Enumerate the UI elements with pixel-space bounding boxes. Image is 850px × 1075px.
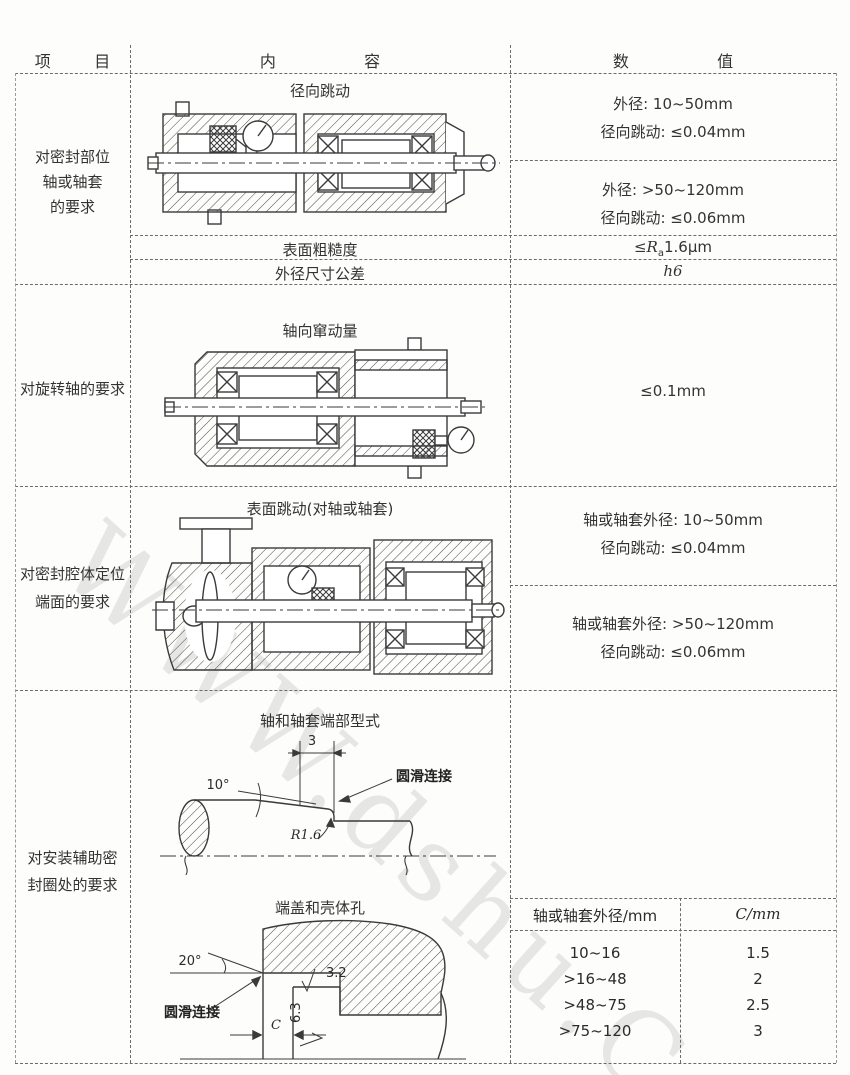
subtable-row: 10~16 bbox=[569, 944, 621, 962]
subtable-header-c: C/mm bbox=[735, 905, 781, 923]
shaft-end-form-diagram: 3 10° R1.6 圆滑连接 bbox=[160, 734, 496, 876]
row3-value-1: 轴或轴套外径: 10~50mm 径向跳动: ≤0.04mm bbox=[583, 511, 763, 557]
row1-value-1: 外径: 10~50mm 径向跳动: ≤0.04mm bbox=[600, 95, 746, 141]
dim-c-label: C bbox=[271, 1018, 281, 1033]
row1-sub1-label: 表面粗糙度 bbox=[282, 241, 358, 259]
smooth-join-label-top: 圆滑连接 bbox=[396, 768, 452, 785]
subtable-divider bbox=[680, 898, 681, 1063]
table-right-edge bbox=[836, 73, 837, 1063]
row1-diagram-title: 径向跳动 bbox=[289, 82, 350, 100]
row3-value-2: 轴或轴套外径: >50~120mm 径向跳动: ≤0.06mm bbox=[572, 615, 774, 661]
divider bbox=[130, 235, 836, 236]
divider bbox=[15, 690, 836, 691]
divider bbox=[15, 1063, 836, 1064]
row3-diagram-title: 表面跳动(对轴或轴套) bbox=[246, 500, 394, 518]
subtable-cell: 1.5 bbox=[746, 944, 770, 962]
header-item: 项 目 bbox=[34, 52, 130, 71]
divider bbox=[510, 898, 836, 899]
divider bbox=[510, 585, 836, 586]
table-left-edge bbox=[15, 73, 16, 1063]
divider bbox=[15, 73, 836, 74]
subtable-row: >16~48 bbox=[563, 970, 627, 988]
radial-runout-diagram bbox=[147, 101, 500, 225]
subtable-cell: 2 bbox=[753, 970, 763, 988]
smooth-join-label-bottom: 圆滑连接 bbox=[164, 1004, 220, 1021]
angle-10-label: 10° bbox=[206, 778, 229, 793]
row1-sub2-value: h6 bbox=[663, 262, 683, 280]
row4-bottom-diagram-title: 端盖和壳体孔 bbox=[274, 899, 365, 917]
subtable-row: >75~120 bbox=[558, 1022, 632, 1040]
row1-label: 对密封部位 轴或轴套 的要求 bbox=[34, 148, 110, 216]
angle-20-label: 20° bbox=[178, 954, 201, 969]
row4-label: 对安装辅助密 封圈处的要求 bbox=[27, 849, 118, 894]
column-divider bbox=[130, 45, 131, 1063]
row1-sub1-value: ≤Ra1.6μm bbox=[633, 238, 713, 259]
row2-diagram-title: 轴向窜动量 bbox=[282, 322, 358, 340]
face-runout-diagram bbox=[152, 517, 505, 675]
row2-value: ≤0.1mm bbox=[640, 382, 706, 400]
subtable-row: >48~75 bbox=[563, 996, 627, 1014]
divider bbox=[15, 284, 836, 285]
row1-sub2-label: 外径尺寸公差 bbox=[274, 265, 365, 283]
row3-label: 对密封腔体定位 端面的要求 bbox=[19, 565, 125, 611]
row4-top-diagram-title: 轴和轴套端部型式 bbox=[259, 712, 380, 730]
row1-value-2: 外径: >50~120mm 径向跳动: ≤0.06mm bbox=[600, 181, 746, 227]
subtable-cell: 2.5 bbox=[746, 996, 770, 1014]
end-cover-bore-diagram: 20° 圆滑连接 C 3.2 6.3 bbox=[164, 919, 466, 1060]
row2-label: 对旋转轴的要求 bbox=[19, 380, 125, 398]
radius-label: R1.6 bbox=[290, 828, 321, 843]
dim-3-label: 3 bbox=[308, 734, 316, 749]
divider bbox=[15, 486, 836, 487]
axial-float-diagram bbox=[164, 337, 485, 479]
column-divider bbox=[510, 45, 511, 1063]
divider bbox=[510, 160, 836, 161]
header-value: 数 值 bbox=[612, 52, 775, 71]
roughness-6-3-label: 6.3 bbox=[289, 1002, 304, 1023]
roughness-3-2-label: 3.2 bbox=[326, 966, 347, 981]
header-content: 内 容 bbox=[259, 52, 422, 71]
divider bbox=[510, 930, 836, 931]
divider bbox=[130, 259, 836, 260]
subtable-cell: 3 bbox=[753, 1022, 763, 1040]
subtable-header-od: 轴或轴套外径/mm bbox=[532, 907, 658, 925]
